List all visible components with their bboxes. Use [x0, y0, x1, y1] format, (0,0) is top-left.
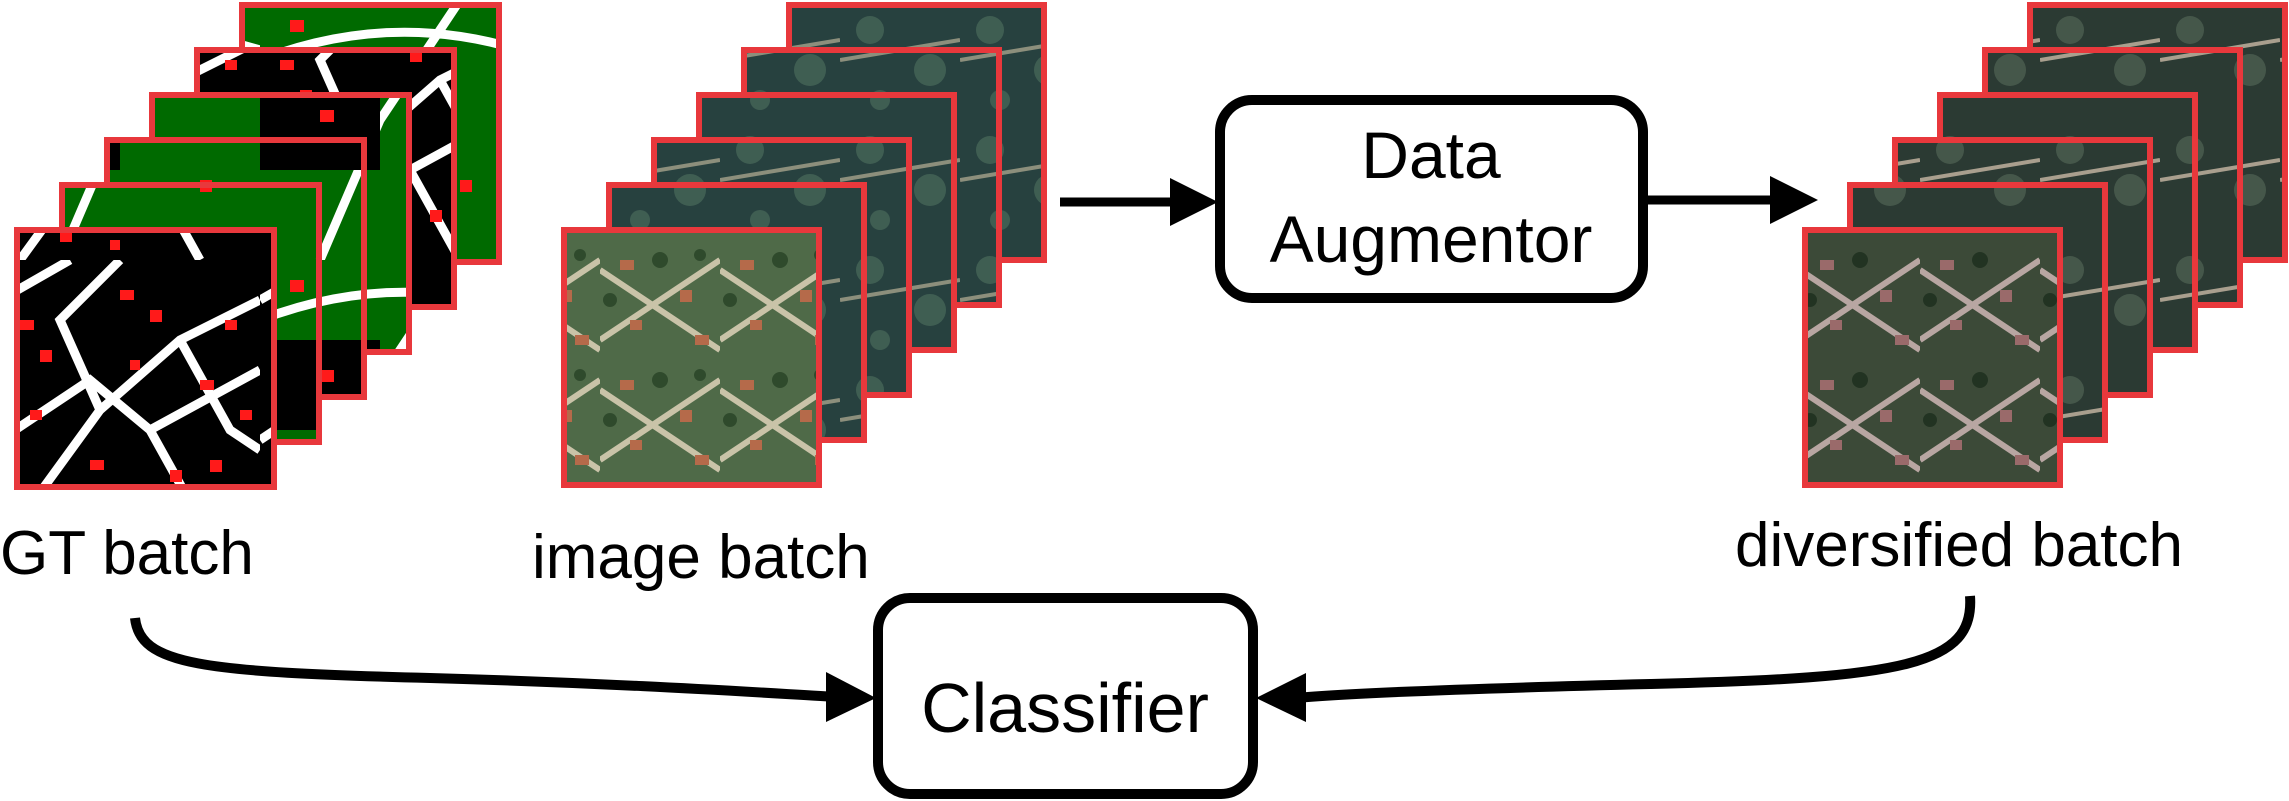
data-augmentor-box	[1215, 95, 1648, 303]
diversified-batch-label: diversified batch	[1735, 511, 2183, 580]
data-augmentor-label-line2: Augmentor	[1270, 202, 1593, 276]
image-batch-label: image batch	[532, 523, 870, 592]
data-augmentor-label-line1: Data	[1361, 118, 1501, 192]
arrow-diversified-to-classifier	[1256, 595, 1976, 722]
diversified-tiles-icon	[1802, 2, 2288, 488]
classifier-label: Classifier	[921, 669, 1209, 747]
arrow-image-to-augmentor	[1060, 178, 1218, 226]
arrow-gt-to-classifier	[130, 617, 876, 722]
gt-tiles-icon	[14, 2, 502, 490]
arrow-augmentor-to-diversified	[1648, 176, 1818, 224]
gt-batch-label: GT batch	[0, 519, 254, 588]
classifier-box	[873, 593, 1258, 799]
image-tiles-icon	[561, 2, 1047, 488]
